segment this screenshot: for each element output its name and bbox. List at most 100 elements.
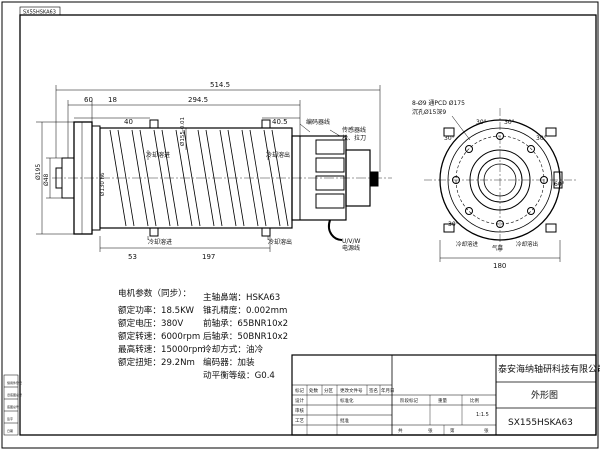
drawing-code-tab: SX55HSKA63: [23, 10, 56, 16]
angle-30-e: 30°: [448, 221, 459, 228]
col-date: 年月日: [381, 387, 395, 394]
dim-180: 180: [493, 262, 506, 270]
callout-encoder-line: 编码器线: [306, 118, 330, 126]
strip-label-2: 旧底图总号: [7, 392, 22, 397]
col-stage: 阶段标记: [400, 397, 418, 404]
drawing-code-tab-box: [19, 6, 61, 16]
param-label: 编码器：: [203, 358, 238, 368]
param-right-3: 后轴承：50BNR10x2: [203, 331, 288, 344]
callout-leaders: [147, 123, 341, 240]
param-label: 前轴承：: [203, 319, 238, 329]
company-name: 泰安海纳轴研科技有限公司: [498, 363, 600, 375]
col-doc: 更改文件号: [340, 387, 363, 394]
col-page-zhang: 张: [484, 427, 489, 434]
param-value: 380V: [160, 319, 184, 329]
dimension-lines: [36, 85, 381, 252]
col-review: 审核: [295, 407, 304, 414]
param-value: 15000rpm: [160, 345, 206, 355]
dim-197: 197: [202, 253, 215, 261]
param-right-5: 编码器：加装: [203, 357, 255, 370]
callout-sensor-line: 传感器线: [342, 126, 366, 134]
param-left-4: 最高转速：15000rpm: [118, 344, 206, 357]
model-number: SX155HSKA63: [508, 418, 573, 428]
param-left-3: 额定转速：6000rpm: [118, 331, 200, 344]
dim-40-5: 40.5: [272, 118, 288, 126]
param-right-0: 主轴鼻端：HSKA63: [203, 292, 280, 305]
param-value: 加装: [237, 358, 255, 368]
param-value: G0.4: [254, 371, 275, 381]
dim-60: 60: [84, 96, 93, 104]
col-approve: 批准: [340, 417, 349, 424]
param-left-5: 额定扭矩：29.2Nm: [118, 357, 195, 370]
dim-phi48: Ø48: [43, 173, 50, 186]
param-label: 额定转速：: [118, 332, 161, 342]
param-right-2: 前轴承：65BNR10x2: [203, 318, 288, 331]
col-page: 第: [450, 427, 455, 434]
pcd-note-line2: 沉孔Ø15深9: [412, 108, 446, 116]
dim-overall-length: 514.5: [210, 81, 230, 89]
param-left-1: 额定功率：18.5KW: [118, 305, 194, 318]
spindle-side-view: [52, 119, 392, 241]
left-binding-strip: [3, 374, 19, 436]
col-ratio: 比例: [470, 397, 479, 404]
dim-phi130: Ø130 h6: [99, 172, 106, 196]
param-label: 冷却方式：: [203, 345, 246, 355]
angle-30-b: 30°: [504, 119, 515, 126]
param-label: 额定扭矩：: [118, 358, 161, 368]
dim-phi155: Ø155-0.01: [179, 117, 186, 146]
param-right-1: 锥孔精度：0.002mm: [203, 305, 287, 318]
param-label: 电机参数（同步）：: [118, 289, 192, 299]
col-mark: 标记: [295, 387, 304, 394]
dim-phi195: Ø195: [35, 164, 42, 180]
param-label: 动平衡等级：: [203, 371, 255, 381]
param-value: 6000rpm: [160, 332, 201, 342]
param-value: HSKA63: [245, 293, 281, 303]
drawing-title: 外形图: [531, 389, 558, 401]
end-callout-air-curtain: 气幕: [492, 244, 504, 252]
coolant-spiral-grooves: [109, 129, 289, 227]
col-count: 处数: [309, 387, 318, 394]
param-value: 50BNR10x2: [237, 332, 289, 342]
param-value: 18.5KW: [160, 306, 194, 316]
param-label: 额定功率：: [118, 306, 161, 316]
param-label: 额定电压：: [118, 319, 161, 329]
angle-60: 60°: [554, 181, 565, 188]
param-label: 主轴鼻端：: [203, 293, 246, 303]
strip-label-3: 底图总号: [7, 404, 19, 409]
param-label: 后轴承：: [203, 332, 238, 342]
param-value: 油冷: [245, 345, 264, 355]
callout-coolant-out-top: 冷却溶出: [266, 151, 290, 159]
col-weight: 重量: [438, 397, 447, 404]
dim-18: 18: [108, 96, 117, 104]
callout-power-line: 电源线: [342, 244, 360, 252]
callout-coolant-in: 冷却溶进: [146, 151, 170, 159]
dim-53: 53: [128, 253, 137, 261]
callout-coolant-in-bottom: 冷却溶进: [148, 238, 172, 246]
col-sign: 签名: [369, 387, 378, 394]
dim-40: 40: [124, 118, 133, 126]
col-process: 工艺: [295, 418, 304, 424]
param-right-6: 动平衡等级：G0.4: [203, 370, 275, 383]
callout-coolant-out-bottom: 冷却溶出: [268, 238, 292, 246]
param-left-0: 电机参数（同步）：: [118, 288, 191, 301]
end-callout-coolant-out: 冷却溶出: [516, 240, 538, 248]
callout-uvw: U/V/W: [342, 238, 361, 245]
spindle-end-view: [424, 108, 576, 262]
param-value: 29.2Nm: [160, 358, 195, 368]
end-callout-coolant-in: 冷却溶进: [456, 240, 479, 248]
param-label: 锥孔精度：: [203, 306, 246, 316]
strip-label-4: 签字: [7, 416, 13, 421]
param-right-4: 冷却方式：油冷: [203, 344, 263, 357]
angle-30-a: 30°: [476, 119, 487, 126]
pcd-note-line1: 8-Ø9 通PCD Ø175: [412, 99, 465, 107]
param-value: 65BNR10x2: [237, 319, 289, 329]
col-total: 共: [398, 427, 403, 434]
param-label: 最高转速：: [118, 345, 161, 355]
strip-label-1: 借用件登记: [7, 380, 22, 385]
col-design: 设计: [295, 397, 304, 404]
angle-30-d: 30°: [536, 135, 547, 142]
scale-value: 1:1.5: [476, 412, 489, 418]
angle-30-c: 30°: [444, 135, 455, 142]
